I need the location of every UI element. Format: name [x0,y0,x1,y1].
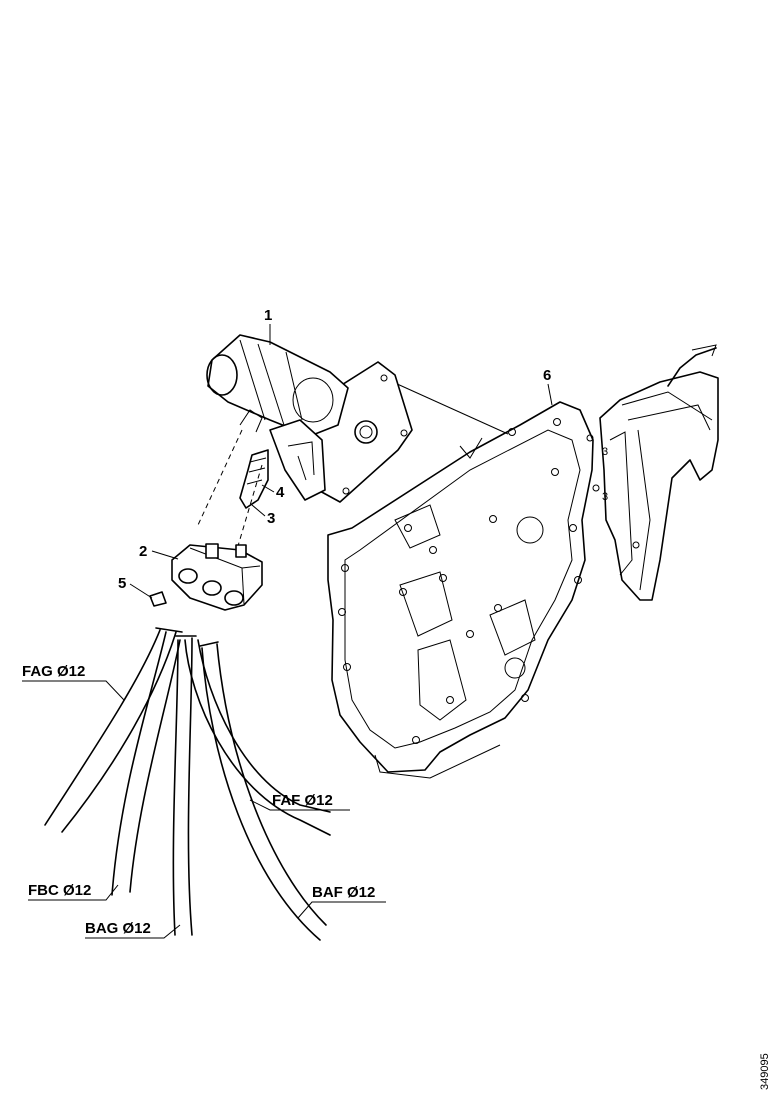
callout-4: 4 [276,484,285,501]
callout-1: 1 [264,307,272,324]
callouts: 1 2 3 4 5 6 [118,307,553,599]
hose-labels: FAG Ø12 FAF Ø12 FBC Ø12 BAG Ø12 BAF Ø12 [22,663,386,939]
callout-2: 2 [139,543,147,560]
hoses [44,627,331,941]
reference-code: 349095 [759,1053,771,1090]
valve-block [149,543,263,611]
pump-assembly [206,334,413,503]
label-fbc: FBC Ø12 [28,882,91,899]
callout-3: 3 [267,510,275,527]
label-bag: BAG Ø12 [85,920,151,937]
bracket-mark-bottom: 3 [602,491,608,503]
mounting-holes [338,418,582,744]
label-faf: FAF Ø12 [272,792,333,809]
label-fag: FAG Ø12 [22,663,85,680]
assembly-line-left [197,429,243,526]
label-baf: BAF Ø12 [312,884,375,901]
bracket-mark-top: 3 [602,446,608,458]
fitting [239,449,269,509]
side-bracket: 3 3 [586,344,719,601]
leader-plate [394,382,509,435]
mounting-plate [327,401,594,779]
callout-5: 5 [118,575,126,592]
callout-6: 6 [543,367,551,384]
